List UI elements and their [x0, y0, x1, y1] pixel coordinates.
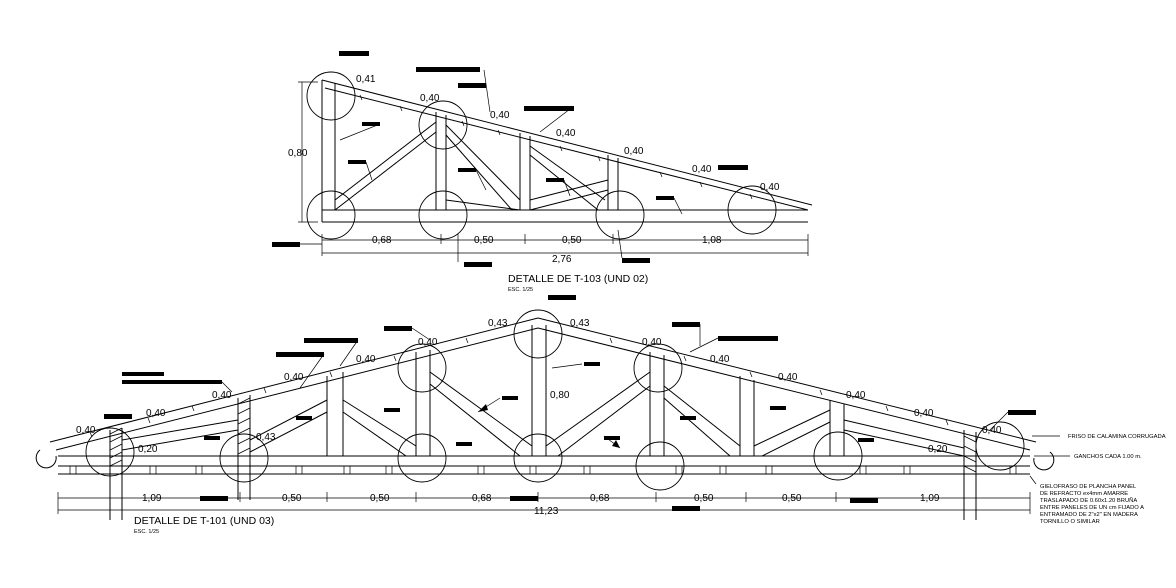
top-slope-label: 0,41 — [356, 74, 376, 85]
left-slope-label: 0,40 — [356, 354, 376, 365]
detail-circle-icon — [418, 190, 468, 240]
top-dim: 0,50 — [562, 235, 582, 246]
top-slope-label: 0,40 — [490, 110, 510, 121]
detail-circle-icon — [306, 71, 356, 121]
top-slope-label: 0,40 — [556, 128, 576, 139]
ganchos-note: GANCHOS CADA 1.00 m. — [1074, 454, 1142, 460]
top-dim: 1,08 — [702, 235, 722, 246]
top-dim: 0,50 — [474, 235, 494, 246]
detail-circle-icon — [635, 441, 685, 491]
top-slope-label: 0,40 — [624, 146, 644, 157]
bottom-dim: 1,09 — [142, 493, 162, 504]
detail-circle-icon — [418, 100, 468, 150]
hatched-post — [109, 397, 977, 473]
bottom-dim: 0,50 — [782, 493, 802, 504]
top-height-label: 0,80 — [288, 148, 308, 159]
panel-note-line: ENTRE PANELES DE UN cm FIJADO A — [1040, 505, 1144, 511]
bottom-dim: 0,68 — [590, 493, 610, 504]
ridge-left-label: 0,43 — [488, 318, 508, 329]
gutter-hook-icon — [35, 449, 57, 469]
bottom-dim: 0,68 — [472, 493, 492, 504]
chord-blocks — [69, 465, 1017, 475]
bottom-dim: 0,50 — [694, 493, 714, 504]
detail-circle-icon — [397, 433, 447, 483]
detail-circle-icon — [633, 343, 683, 393]
panel-note-line: DE REFRACTO ex4mm AMARRE — [1040, 491, 1128, 497]
right-slope-label: 0,40 — [914, 408, 934, 419]
purlin-ticks — [89, 337, 949, 438]
top-truss: 0,80 0,41 0,40 0,40 0,40 0,40 0,40 0,40 … — [272, 51, 813, 293]
left-slope-label: 0,40 — [146, 408, 166, 419]
top-slope-label: 0,40 — [760, 182, 780, 193]
left-inner-label: 0,43 — [256, 432, 276, 443]
detail-circle-icon — [219, 433, 269, 483]
top-slope-label: 0,40 — [692, 164, 712, 175]
right-slope-label: 0,40 — [710, 354, 730, 365]
ridge-right-label: 0,43 — [570, 318, 590, 329]
detail-circle-icon — [975, 421, 1025, 471]
detail-circle-icon — [513, 433, 563, 483]
detail-circle-icon — [727, 185, 777, 235]
right-slope-label: 0,40 — [846, 390, 866, 401]
left-slope-label: 0,40 — [212, 390, 232, 401]
detail-circle-icon — [595, 190, 645, 240]
top-title: DETALLE DE T-103 (UND 02) — [508, 273, 648, 285]
panel-note-line: ENTRAMADO DE 2"x2" EN MADERA — [1040, 512, 1138, 518]
detail-circle-icon — [85, 427, 135, 477]
top-dim: 0,68 — [372, 235, 392, 246]
leader-arrow-icon — [221, 324, 1009, 449]
section-tag-icon — [104, 295, 1036, 511]
panel-note-line: TRASLAPADO DE 0.60x1.20 BRUÑA — [1040, 497, 1137, 504]
purlin-ticks — [359, 94, 753, 200]
detail-circle-icon — [306, 190, 356, 240]
top-total-span: 2,76 — [552, 254, 572, 265]
right-slope-label: 0,40 — [778, 372, 798, 383]
top-scale: ESC. 1/25 — [508, 287, 533, 293]
panel-note-line: TORNILLO O SIMILAR — [1040, 519, 1100, 525]
left-eave-label: 0,20 — [138, 444, 158, 455]
section-tag-icon — [272, 51, 748, 267]
left-slope-label: 0,40 — [284, 372, 304, 383]
left-slope-label: 0,40 — [76, 425, 96, 436]
friso-note: FRISO DE CALAMINA CORRUGADA — [1068, 434, 1166, 440]
right-eave-label: 0,20 — [928, 444, 948, 455]
top-slope-label: 0,40 — [420, 93, 440, 104]
bottom-scale: ESC. 1/25 — [134, 529, 159, 535]
bottom-truss: 0,43 0,43 0,80 0,40 0,40 0,40 0,40 0,40 … — [35, 295, 1166, 535]
bottom-title: DETALLE DE T-101 (UND 03) — [134, 515, 274, 527]
right-slope-label: 0,40 — [982, 425, 1002, 436]
detail-circle-icon — [513, 309, 563, 359]
left-slope-label: 0,40 — [418, 337, 438, 348]
bottom-total-span: 11,23 — [534, 506, 559, 517]
right-slope-label: 0,40 — [642, 337, 662, 348]
bottom-dim: 0,50 — [282, 493, 302, 504]
gutter-hook-icon — [1033, 451, 1055, 471]
bottom-dim: 1,09 — [920, 493, 940, 504]
bottom-height-label: 0,80 — [550, 390, 570, 401]
bottom-dim: 0,50 — [370, 493, 390, 504]
detail-circle-icon — [813, 431, 863, 481]
panel-note-line: GIELOFRASO DE PLANCHA PANEL — [1040, 484, 1137, 490]
detail-circle-icon — [397, 343, 447, 393]
